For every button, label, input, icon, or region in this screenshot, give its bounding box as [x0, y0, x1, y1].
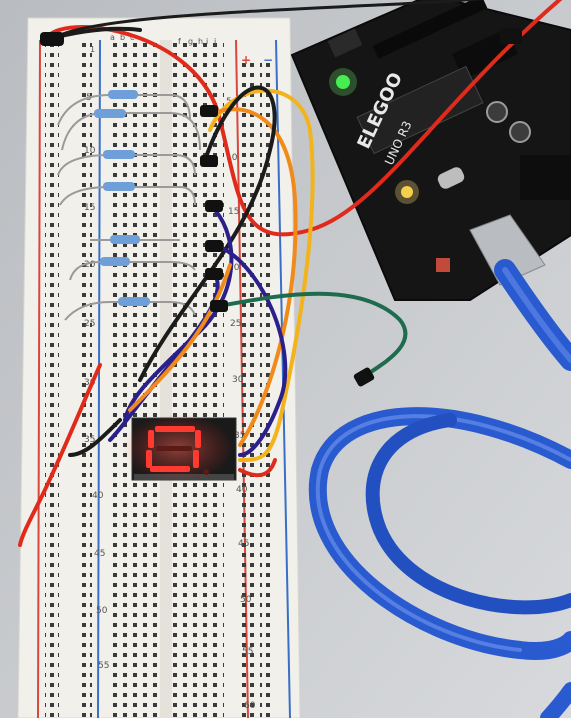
- capacitor-1: [486, 101, 508, 123]
- row-labels-right: 5 10 15 20 25 30 35 40 45 50 55 60: [226, 97, 256, 711]
- svg-text:f: f: [178, 37, 181, 46]
- icsp-header: [327, 28, 363, 58]
- left-rail-blue-line: [97, 39, 101, 718]
- wire-green: [223, 291, 408, 380]
- rail-minus-label: −: [263, 53, 273, 67]
- tx-led-icon: [401, 186, 413, 198]
- svg-text:b: b: [120, 33, 125, 42]
- svg-text:20: 20: [228, 263, 240, 273]
- svg-text:55: 55: [242, 647, 253, 657]
- wire-red-display: [238, 458, 277, 478]
- svg-text:a: a: [110, 33, 115, 42]
- svg-text:60: 60: [244, 701, 256, 711]
- svg-text:35: 35: [234, 431, 245, 441]
- svg-text:25: 25: [84, 319, 95, 329]
- power-led-icon: [336, 75, 350, 89]
- rail-plus-label: +: [241, 53, 251, 67]
- left-rail-holes-b: [78, 40, 92, 718]
- wire-black: [138, 85, 277, 382]
- svg-text:10: 10: [226, 153, 238, 163]
- power-jack: [520, 155, 570, 200]
- crystal-oscillator: [437, 167, 465, 189]
- segment-g: [156, 446, 192, 451]
- terminal-strip-right: [172, 40, 224, 718]
- svg-text:35: 35: [84, 435, 95, 445]
- usb-port: [469, 214, 546, 286]
- wire-orange-1: [208, 107, 298, 447]
- wire-plugs: [40, 28, 522, 387]
- svg-text:15: 15: [84, 203, 95, 213]
- capacitor-2: [509, 121, 531, 143]
- wire-red-short: [18, 363, 102, 547]
- segment-f: [148, 430, 154, 448]
- svg-text:55: 55: [98, 661, 109, 671]
- left-rail-holes-a: [45, 40, 59, 718]
- wire-yellow: [208, 88, 315, 462]
- segment-e: [146, 450, 152, 468]
- segment-b: [195, 430, 201, 448]
- svg-text:i: i: [206, 37, 208, 46]
- svg-text:50: 50: [96, 606, 108, 616]
- resistor-bodies: [94, 90, 150, 306]
- segment-a: [155, 426, 195, 432]
- svg-text:h: h: [198, 37, 203, 46]
- svg-text:40: 40: [92, 491, 104, 501]
- svg-text:20: 20: [84, 260, 96, 270]
- wire-orange-2: [128, 263, 232, 412]
- segment-c: [193, 450, 199, 468]
- svg-text:45: 45: [94, 549, 105, 559]
- reset-button: [436, 258, 450, 272]
- column-labels-right: f g h i j: [178, 37, 216, 46]
- segment-d: [150, 466, 190, 472]
- svg-text:40: 40: [236, 485, 248, 495]
- right-rail-holes-a: [242, 60, 256, 718]
- wire-red-long: [43, 0, 563, 237]
- decimal-point: [203, 469, 209, 475]
- svg-text:15: 15: [228, 207, 239, 217]
- svg-text:g: g: [188, 37, 193, 46]
- svg-text:50: 50: [240, 595, 252, 605]
- row-1-label: 1: [90, 45, 95, 54]
- center-channel: [160, 40, 172, 718]
- left-rail-red-line: [37, 39, 41, 718]
- arduino-board: ELEGOO UNO R3: [290, 0, 571, 301]
- digital-header: [372, 0, 488, 59]
- usb-cable: [308, 259, 571, 718]
- resistors: [57, 94, 201, 321]
- seven-segment-display: [122, 414, 237, 482]
- svg-text:25: 25: [230, 319, 241, 329]
- svg-text:30: 30: [232, 375, 244, 385]
- svg-text:45: 45: [238, 539, 249, 549]
- wire-purple-2: [213, 243, 288, 457]
- svg-text:j: j: [213, 37, 216, 46]
- svg-text:10: 10: [84, 146, 96, 156]
- svg-text:30: 30: [84, 378, 96, 388]
